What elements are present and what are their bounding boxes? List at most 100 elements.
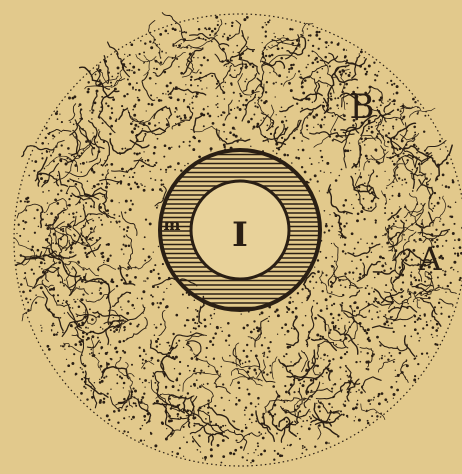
stipple-dot	[245, 99, 248, 102]
stipple-dot	[62, 230, 64, 232]
stipple-dot	[357, 400, 358, 401]
stipple-dot	[340, 410, 342, 412]
stipple-dot	[77, 299, 78, 300]
stipple-dot	[129, 208, 132, 211]
stipple-dot	[262, 42, 263, 43]
stipple-dot	[285, 353, 287, 355]
stipple-dot	[445, 240, 447, 242]
stipple-dot	[109, 133, 111, 135]
stipple-dot	[328, 360, 331, 363]
stipple-dot	[49, 288, 51, 290]
stipple-dot	[356, 219, 359, 222]
stipple-dot	[245, 424, 246, 425]
stipple-dot	[388, 325, 390, 327]
stipple-dot	[376, 135, 378, 137]
stipple-dot	[150, 270, 153, 273]
stipple-dot	[92, 220, 94, 222]
stipple-dot	[431, 203, 433, 205]
stipple-dot	[52, 134, 54, 136]
stipple-dot	[110, 163, 113, 166]
stipple-dot	[130, 122, 133, 125]
stipple-dot	[209, 115, 212, 118]
stipple-dot	[63, 300, 64, 301]
stipple-dot	[177, 98, 180, 101]
stipple-dot	[255, 420, 257, 422]
stipple-dot	[276, 153, 278, 155]
stipple-dot	[330, 93, 332, 95]
stipple-dot	[281, 47, 283, 49]
stipple-dot	[430, 320, 431, 321]
stipple-dot	[299, 383, 301, 385]
stipple-dot	[404, 178, 406, 180]
stipple-dot	[103, 262, 104, 263]
stipple-dot	[156, 68, 158, 70]
stipple-dot	[332, 139, 334, 141]
stipple-dot	[368, 208, 370, 210]
stipple-dot	[438, 285, 440, 287]
stipple-dot	[354, 420, 356, 422]
stipple-dot	[212, 122, 215, 125]
stipple-dot	[286, 311, 288, 313]
stipple-dot	[214, 313, 216, 315]
stipple-dot	[273, 82, 275, 84]
stipple-dot	[338, 108, 339, 109]
stipple-dot	[81, 171, 83, 173]
stipple-dot	[245, 361, 247, 363]
stipple-dot	[267, 356, 269, 358]
stipple-dot	[123, 228, 125, 230]
stipple-dot	[105, 375, 107, 377]
stipple-dot	[330, 285, 333, 288]
stipple-dot	[185, 31, 187, 33]
stipple-dot	[319, 190, 320, 191]
stipple-dot	[322, 68, 324, 70]
stipple-dot	[253, 452, 254, 453]
stipple-dot	[53, 333, 56, 336]
stipple-dot	[110, 389, 111, 390]
stipple-dot	[111, 107, 113, 109]
stipple-dot	[459, 246, 462, 249]
stipple-dot	[63, 285, 65, 287]
stipple-dot	[415, 241, 417, 243]
stipple-dot	[79, 286, 80, 287]
stipple-dot	[131, 304, 134, 307]
stipple-dot	[116, 285, 118, 287]
stipple-dot	[357, 241, 359, 243]
stipple-dot	[275, 82, 277, 84]
stipple-dot	[200, 64, 201, 65]
stipple-dot	[161, 51, 163, 53]
stipple-dot	[389, 99, 391, 101]
stipple-dot	[203, 318, 206, 321]
stipple-dot	[214, 308, 216, 310]
stipple-dot	[148, 255, 151, 258]
stipple-dot	[99, 342, 101, 344]
stipple-dot	[325, 41, 326, 42]
stipple-dot	[373, 301, 375, 303]
stipple-dot	[252, 128, 254, 130]
stipple-dot	[437, 327, 438, 328]
stipple-dot	[434, 306, 436, 308]
stipple-dot	[359, 142, 360, 143]
stipple-dot	[347, 149, 350, 152]
stipple-dot	[344, 272, 347, 275]
stipple-dot	[319, 335, 321, 337]
stipple-dot	[121, 377, 123, 379]
stipple-dot	[383, 269, 385, 271]
stipple-dot	[384, 207, 386, 209]
stipple-dot	[382, 246, 383, 247]
stipple-dot	[197, 57, 198, 58]
stipple-dot	[399, 266, 401, 268]
stipple-dot	[344, 244, 346, 246]
stipple-dot	[30, 299, 32, 301]
stipple-dot	[327, 192, 329, 194]
stipple-dot	[42, 191, 44, 193]
stipple-dot	[116, 351, 119, 354]
stipple-dot	[417, 332, 419, 334]
stipple-dot	[325, 298, 328, 301]
stipple-dot	[94, 382, 95, 383]
stipple-dot	[148, 382, 149, 383]
stipple-dot	[220, 462, 222, 464]
stipple-dot	[255, 406, 257, 408]
stipple-dot	[75, 374, 77, 376]
stipple-dot	[328, 403, 330, 405]
stipple-dot	[48, 348, 51, 351]
